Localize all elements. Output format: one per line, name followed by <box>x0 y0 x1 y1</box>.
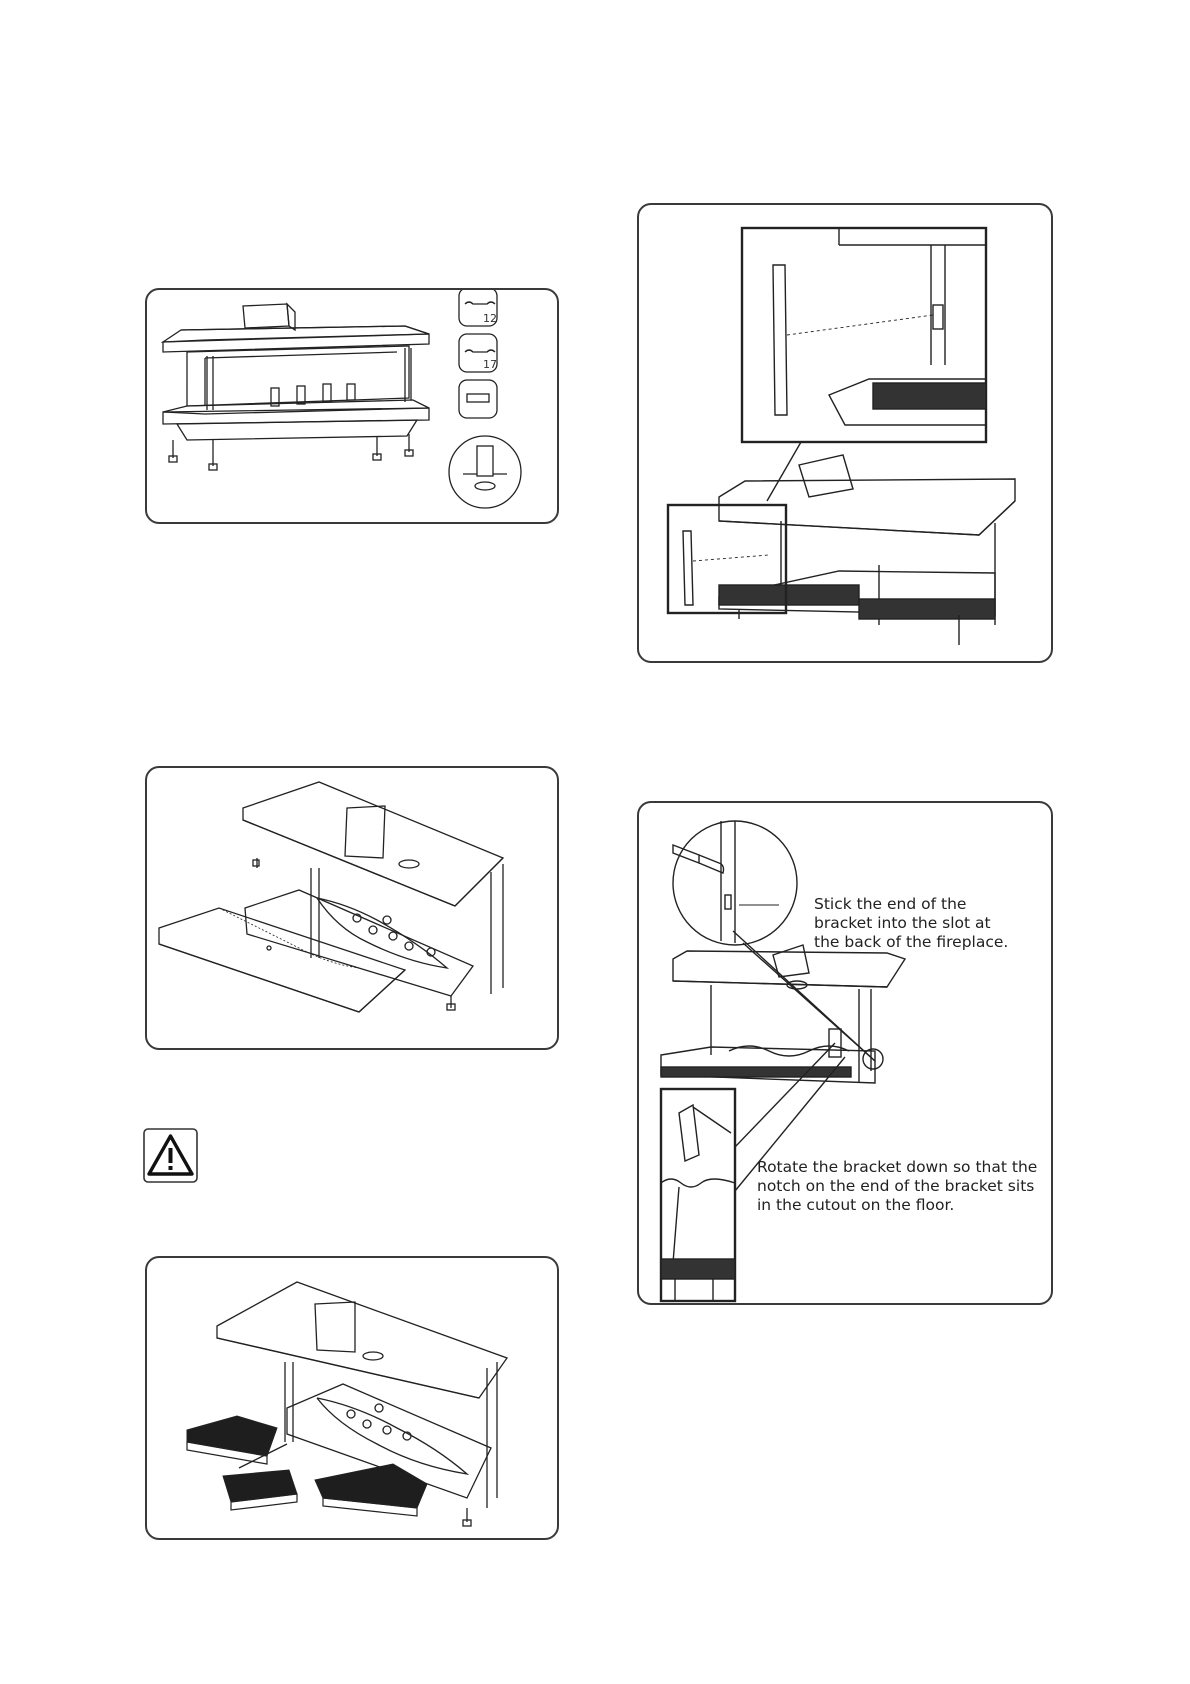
callout-slot-line-1: Stick the end of the <box>814 895 1008 914</box>
ember-mats-drawing <box>147 1258 559 1540</box>
callout-rotate-text: Rotate the bracket down so that the notc… <box>757 1158 1037 1215</box>
log-tray-drawing <box>147 768 559 1050</box>
callout-slot-text: Stick the end of the bracket into the sl… <box>814 895 1008 952</box>
bracket-rotate-drawing <box>639 803 1053 1305</box>
callout-slot-line-2: bracket into the slot at <box>814 914 1008 933</box>
figure-leveling-feet: 12 17 <box>145 288 559 524</box>
wrench-12-label: 12 <box>483 312 497 325</box>
warning-triangle-icon <box>143 1128 198 1183</box>
figure-log-tray <box>145 766 559 1050</box>
figure-bracket-rotate: Stick the end of the bracket into the sl… <box>637 801 1053 1305</box>
callout-slot-line-3: the back of the fireplace. <box>814 933 1008 952</box>
wrench-17-label: 17 <box>483 358 497 371</box>
callout-rotate-line-2: notch on the end of the bracket sits <box>757 1177 1037 1196</box>
callout-rotate-line-3: in the cutout on the floor. <box>757 1196 1037 1215</box>
callout-rotate-line-1: Rotate the bracket down so that the <box>757 1158 1037 1177</box>
figure-ember-mats <box>145 1256 559 1540</box>
fireplace-frame-drawing: 12 17 <box>147 290 559 524</box>
bracket-insert-drawing <box>639 205 1053 663</box>
figure-bracket-insert <box>637 203 1053 663</box>
